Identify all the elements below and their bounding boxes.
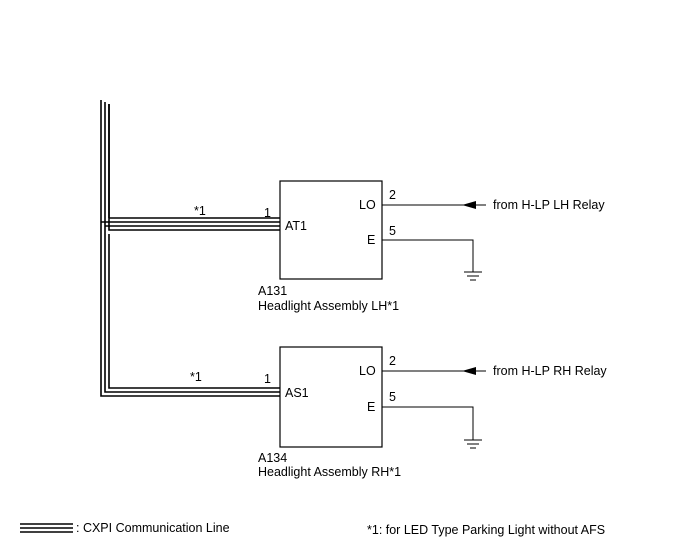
ground-icon: [464, 439, 482, 449]
lo-pin-lh: 2: [389, 188, 396, 202]
wire-note-lh: *1: [194, 204, 206, 218]
wire-note-rh: *1: [190, 370, 202, 384]
cxpi-legend-label: : CXPI Communication Line: [76, 521, 230, 535]
pin-in-lh: 1: [264, 206, 271, 220]
component-code-rh: A134: [258, 451, 287, 465]
arrow-icon: [462, 201, 476, 209]
connector-lh: AT1: [285, 219, 307, 233]
footnote: *1: for LED Type Parking Light without A…: [367, 523, 605, 537]
ground-icon: [464, 271, 482, 281]
e-label-rh: E: [367, 400, 375, 414]
cxpi-line-sample: [20, 523, 73, 533]
e-pin-lh: 5: [389, 224, 396, 238]
legend: : CXPI Communication Line *1: for LED Ty…: [20, 521, 605, 537]
lo-pin-rh: 2: [389, 354, 396, 368]
headlight-rh-box: [279, 346, 383, 448]
source-label-lh: from H-LP LH Relay: [493, 198, 605, 212]
connector-rh: AS1: [285, 386, 309, 400]
pin-in-rh: 1: [264, 372, 271, 386]
lo-label-rh: LO: [359, 364, 376, 378]
cxpi-bus: [100, 100, 280, 397]
component-code-lh: A131: [258, 284, 287, 298]
component-name-lh: Headlight Assembly LH*1: [258, 299, 399, 313]
component-name-rh: Headlight Assembly RH*1: [258, 465, 401, 479]
component-a134: *1 1 AS1 LO E 2 5 from H-LP RH Relay A13…: [190, 346, 607, 479]
component-a131: *1 1 AT1 LO E 2 5 from H-LP LH Relay A13…: [194, 180, 605, 313]
e-pin-rh: 5: [389, 390, 396, 404]
source-label-rh: from H-LP RH Relay: [493, 364, 607, 378]
arrow-icon: [462, 367, 476, 375]
headlight-lh-box: [279, 180, 383, 280]
e-label-lh: E: [367, 233, 375, 247]
lo-label-lh: LO: [359, 198, 376, 212]
